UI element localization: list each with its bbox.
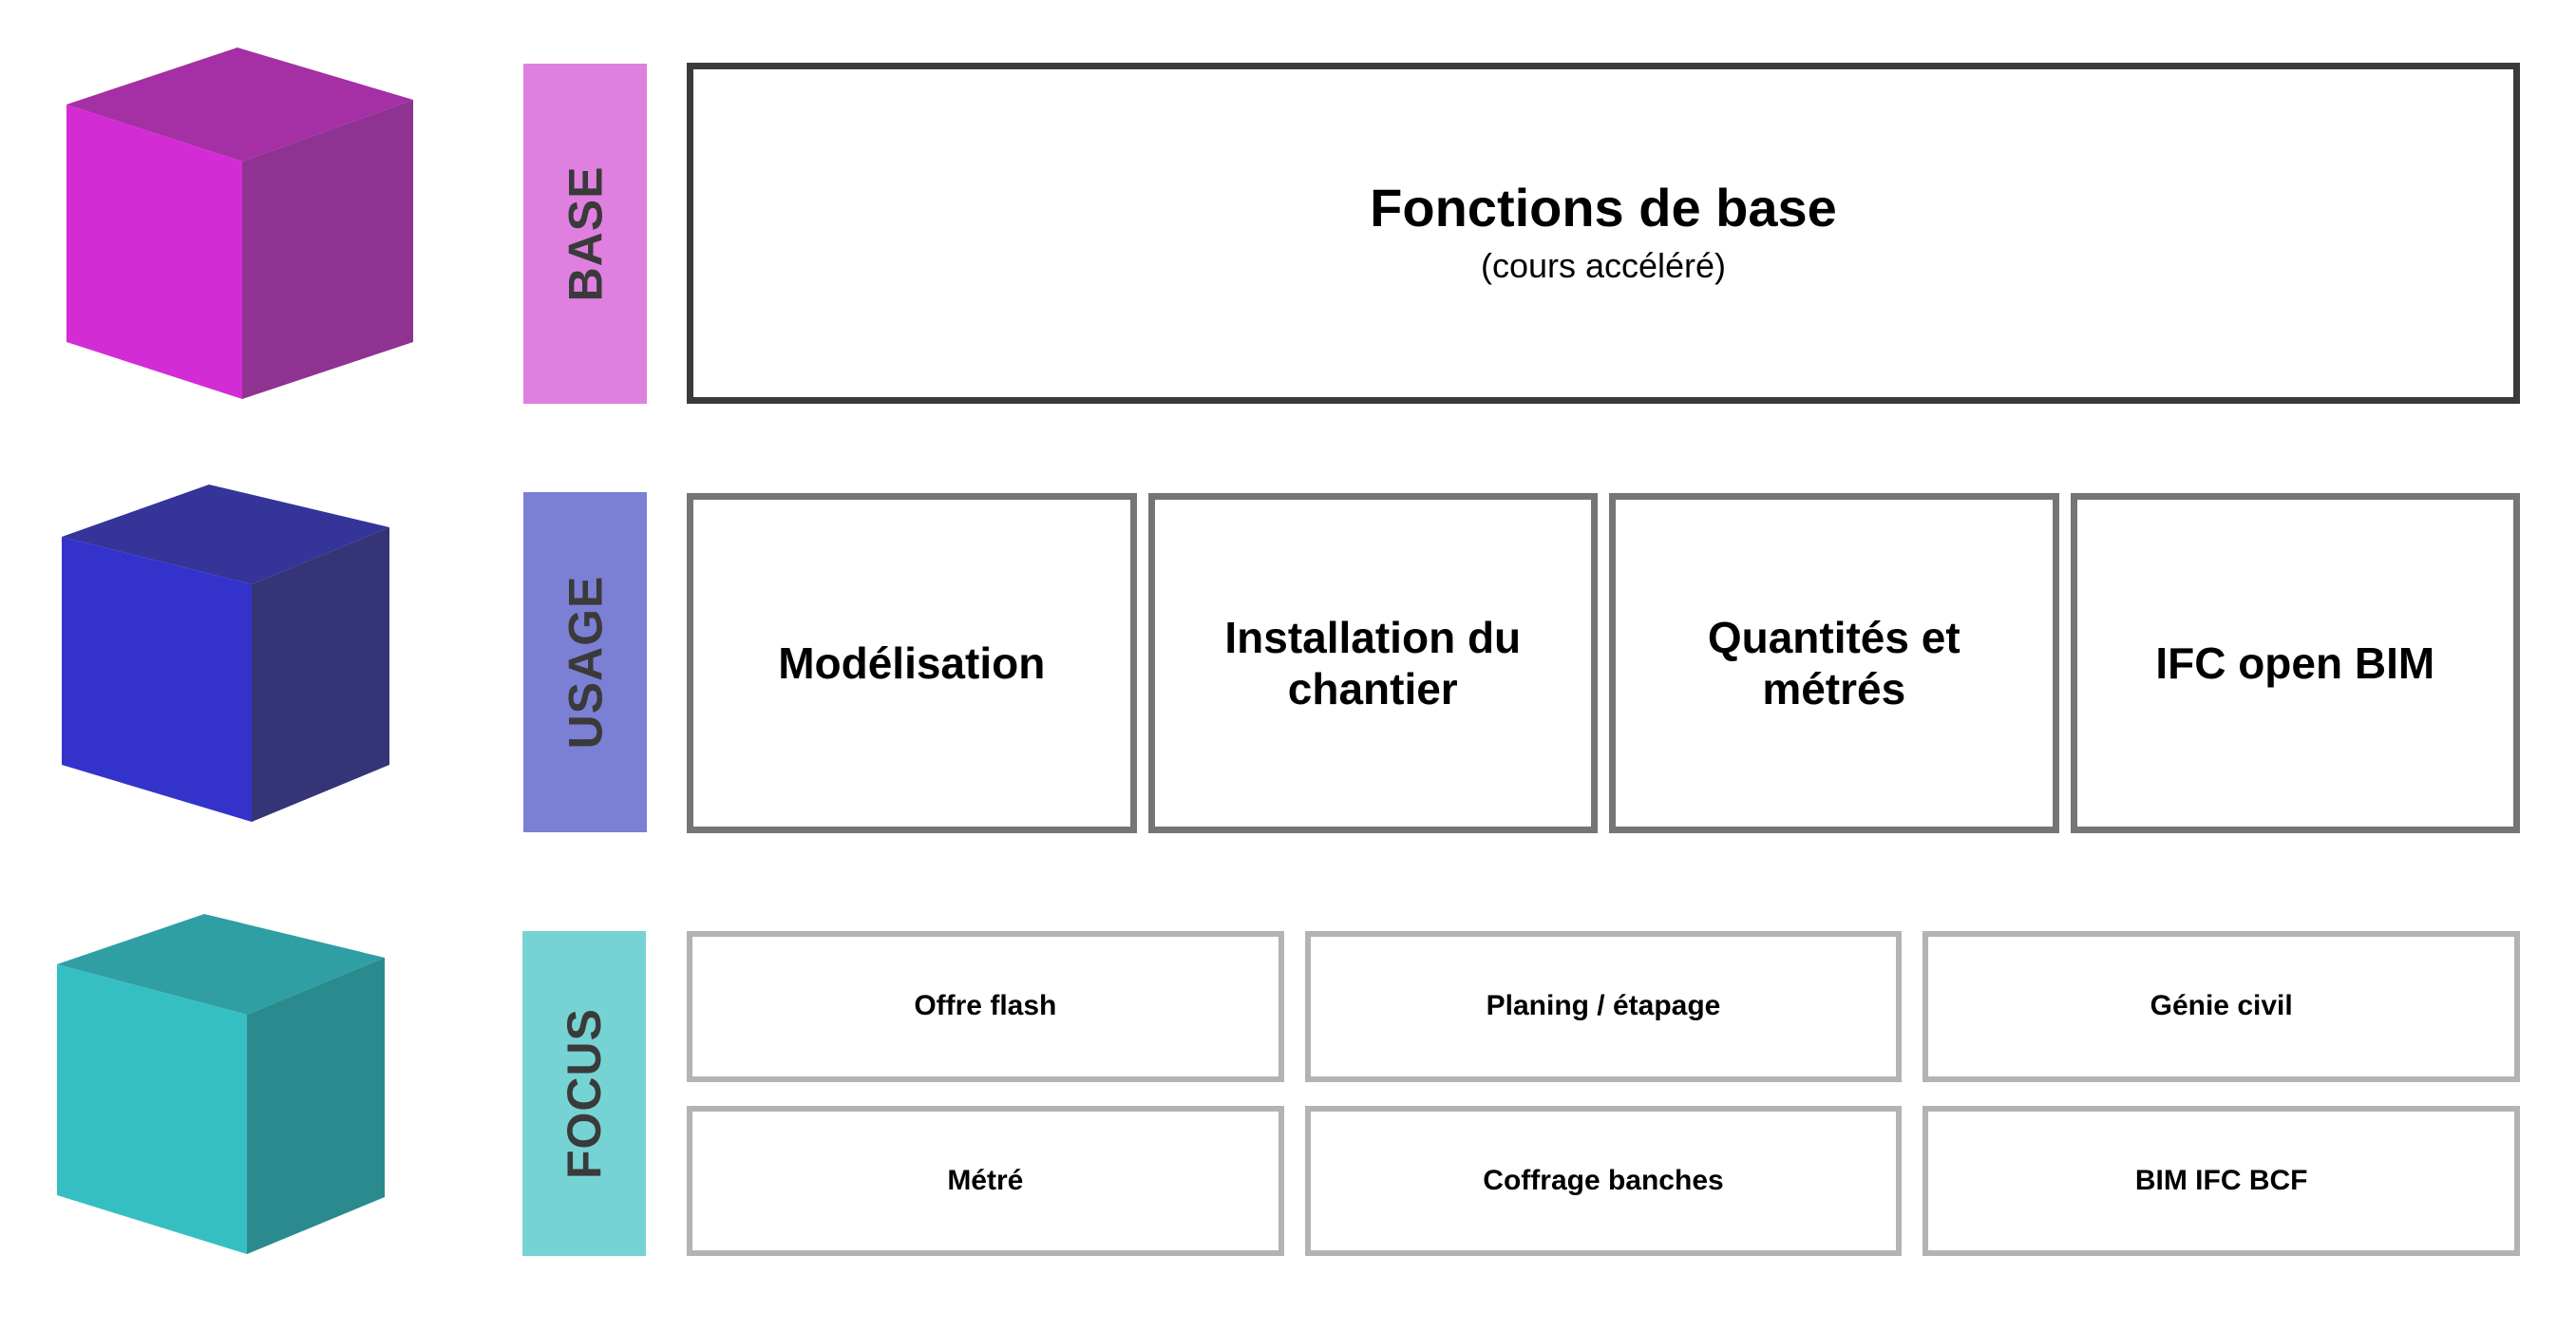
usage-card-installation-chantier[interactable]: Installation du chantier [1147,493,1598,833]
focus-card-label: Métré [947,1164,1024,1196]
magenta-cube [47,33,427,413]
magenta-cube-svg [66,48,413,399]
usage-card-label: Quantités et métrés [1707,612,1960,714]
usage-card-modelisation[interactable]: Modélisation [687,493,1137,833]
row-base: BASE Fonctions de base (cours accéléré) [0,0,2576,447]
focus-card-label: BIM IFC BCF [2134,1164,2308,1196]
focus-card-label: Coffrage banches [1483,1164,1724,1196]
teal-cube-svg [57,914,385,1254]
row-label-base-text: BASE [559,165,613,302]
focus-card-planing-etapage[interactable]: Planing / étapage [1304,931,1903,1082]
row-label-focus: FOCUS [522,931,646,1256]
usage-card-label: IFC open BIM [2155,637,2435,688]
blue-cube [47,470,427,850]
row-usage: USAGE Modélisation Installation du chant… [0,447,2576,874]
focus-card-genie-civil[interactable]: Génie civil [1923,931,2520,1082]
teal-cube [47,903,427,1283]
row-focus: FOCUS Offre flash Planing / étapage Géni… [0,874,2576,1332]
focus-card-bim-ifc-bcf[interactable]: BIM IFC BCF [1923,1105,2520,1256]
row-label-usage-text: USAGE [559,575,612,750]
usage-card-label: Modélisation [778,637,1046,688]
row-label-focus-text: FOCUS [558,1008,611,1179]
usage-card-ifc-open-bim[interactable]: IFC open BIM [2070,493,2520,833]
usage-card-strip: Modélisation Installation du chantier Qu… [687,493,2520,833]
focus-card-label: Planing / étapage [1486,990,1721,1022]
focus-card-label: Génie civil [2150,990,2293,1022]
focus-card-coffrage-banches[interactable]: Coffrage banches [1304,1105,1903,1256]
base-box-subtitle: (cours accéléré) [1480,245,1727,285]
usage-card-label: Installation du chantier [1224,612,1522,714]
usage-card-quantites-metres[interactable]: Quantités et métrés [1609,493,2059,833]
focus-card-metre[interactable]: Métré [687,1105,1284,1256]
focus-card-grid: Offre flash Planing / étapage Génie civi… [687,931,2520,1256]
blue-cube-svg [62,485,389,822]
focus-card-label: Offre flash [914,990,1057,1022]
base-main-box[interactable]: Fonctions de base (cours accéléré) [687,63,2520,404]
base-box-title: Fonctions de base [1370,178,1837,238]
focus-card-offre-flash[interactable]: Offre flash [687,931,1284,1082]
row-label-usage: USAGE [523,492,647,832]
row-label-base: BASE [523,64,647,404]
